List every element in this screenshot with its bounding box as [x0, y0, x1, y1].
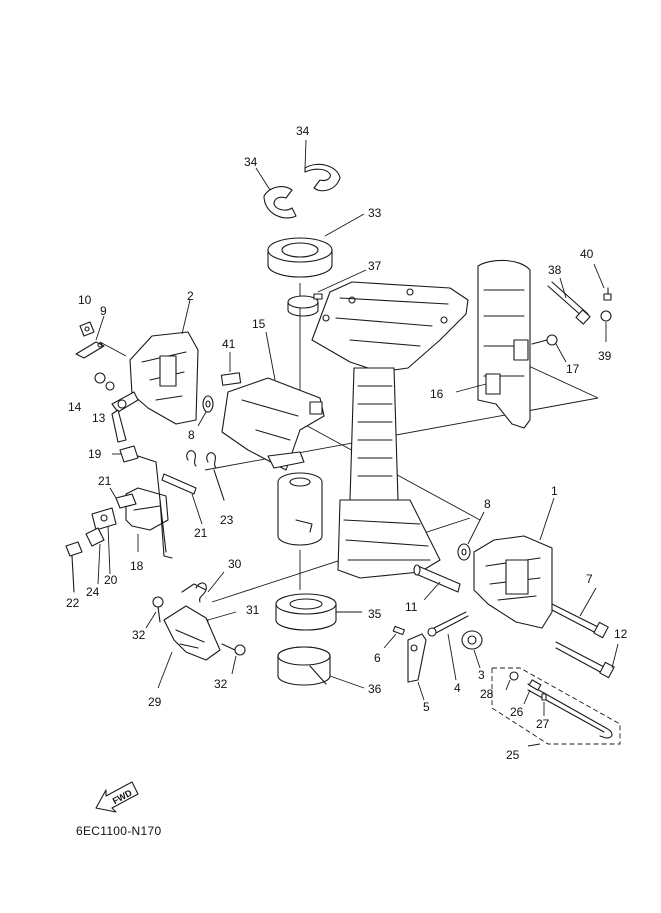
part-25-28-tilt-rod: [491, 667, 621, 747]
callout-15: 15: [252, 317, 266, 331]
callout-35: 35: [368, 607, 382, 621]
callout-40: 40: [580, 247, 594, 261]
part-3-6-hardware: [383, 611, 483, 701]
callout-8-left: 8: [188, 428, 195, 442]
callout-36: 36: [368, 682, 382, 696]
callout-33: 33: [368, 206, 382, 220]
callout-34-left: 34: [244, 155, 258, 169]
callout-32-left: 32: [132, 628, 146, 642]
part-21-23-lever-spring: [161, 450, 225, 525]
callout-20: 20: [104, 573, 118, 587]
part-7-12-bolts: [551, 587, 619, 679]
part-34-bushing-halves: [255, 139, 341, 219]
callout-32-right: 32: [214, 677, 228, 691]
callout-3: 3: [478, 668, 485, 682]
part-9-10-hardware: [75, 315, 127, 359]
part-29-32-clamp-plate: [145, 596, 246, 689]
callout-5: 5: [423, 700, 430, 714]
callout-6: 6: [374, 651, 381, 665]
callout-25: 25: [506, 748, 520, 762]
part-19-grip: [112, 445, 139, 463]
callout-41: 41: [222, 337, 236, 351]
callout-21-right: 21: [194, 526, 208, 540]
part-20-24-hardware: [65, 487, 137, 593]
callout-1: 1: [551, 484, 558, 498]
steering-column: [277, 472, 323, 546]
part-37-clamp-band: [287, 269, 367, 317]
callout-10: 10: [78, 293, 92, 307]
callout-38: 38: [548, 263, 562, 277]
upper-casing-assembly: [311, 281, 469, 579]
callout-19: 19: [88, 447, 102, 461]
part-15-swivel-bracket: [221, 331, 325, 471]
callout-17: 17: [566, 362, 580, 376]
forward-direction-arrow-icon: FWD: [95, 781, 139, 813]
part-33-upper-mount: [267, 213, 365, 278]
callout-39: 39: [598, 349, 612, 363]
callout-12: 12: [614, 627, 628, 641]
callout-14: 14: [68, 400, 82, 414]
callout-4: 4: [454, 681, 461, 695]
callout-26: 26: [510, 705, 524, 719]
diagram-code: 6EC1100-N170: [76, 824, 162, 838]
callout-29: 29: [148, 695, 162, 709]
callout-30: 30: [228, 557, 242, 571]
part-13-14-hardware: [94, 372, 139, 443]
callout-31: 31: [246, 603, 260, 617]
part-1-clamp-bracket-right: [473, 497, 555, 629]
part-8-11-tilt-pin: [413, 511, 485, 601]
part-8-washer-left: [197, 395, 214, 427]
callout-34-top: 34: [296, 124, 310, 138]
part-41-label: [220, 352, 242, 386]
part-18-handle-rod: [125, 455, 173, 559]
callout-18: 18: [130, 559, 144, 573]
callout-24: 24: [86, 585, 100, 599]
callout-27: 27: [536, 717, 550, 731]
callout-21-left: 21: [98, 474, 112, 488]
callout-7: 7: [586, 572, 593, 586]
callout-labels: 1 2 3 4 5 6 7 8 8 9 10 11 12 13 14 15 16…: [66, 124, 628, 762]
part-17-38-40-hardware: [531, 263, 612, 363]
part-35-lower-mount: [275, 593, 362, 631]
callout-13: 13: [92, 411, 106, 425]
callout-2: 2: [187, 289, 194, 303]
part-16-rear-cover: [455, 259, 531, 429]
callout-22: 22: [66, 596, 80, 610]
part-2-clamp-bracket-left: [129, 299, 199, 425]
callout-28: 28: [480, 687, 494, 701]
part-36-bushing: [277, 646, 365, 689]
callout-8-right: 8: [484, 497, 491, 511]
callout-16: 16: [430, 387, 444, 401]
callout-37: 37: [368, 259, 382, 273]
callout-9: 9: [100, 304, 107, 318]
callout-11: 11: [405, 600, 418, 614]
callout-23: 23: [220, 513, 234, 527]
